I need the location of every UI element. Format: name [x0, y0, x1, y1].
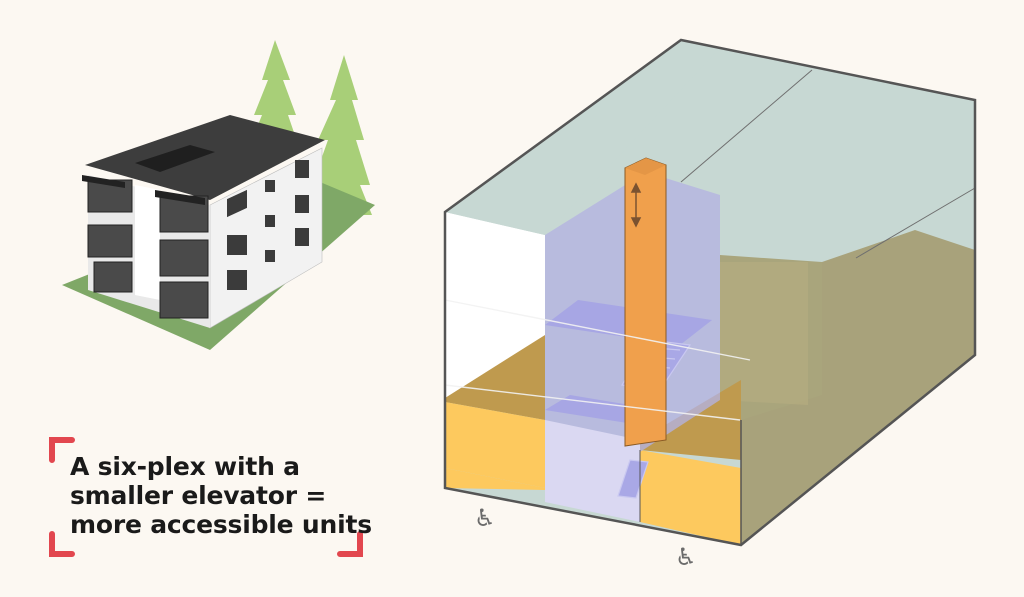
- corner-brackets: [49, 437, 363, 557]
- caption-line-2: smaller elevator =: [70, 481, 327, 510]
- accessible-unit-left: [445, 402, 545, 488]
- caption-block: A six-plex with a smaller elevator = mor…: [48, 436, 372, 558]
- caption-line-3: more accessible units: [70, 510, 372, 539]
- elevator-arrow-icon: [630, 182, 642, 228]
- elevator-shaft: [624, 157, 667, 447]
- caption-text: A six-plex with a smaller elevator = mor…: [70, 452, 372, 539]
- caption-line-1: A six-plex with a: [70, 452, 300, 481]
- wheelchair-icon: ♿: [474, 504, 496, 532]
- wheelchair-icon: ♿: [675, 543, 697, 571]
- tree-icon: [248, 40, 372, 215]
- accessible-unit-right: [640, 450, 741, 545]
- roof: [85, 115, 325, 200]
